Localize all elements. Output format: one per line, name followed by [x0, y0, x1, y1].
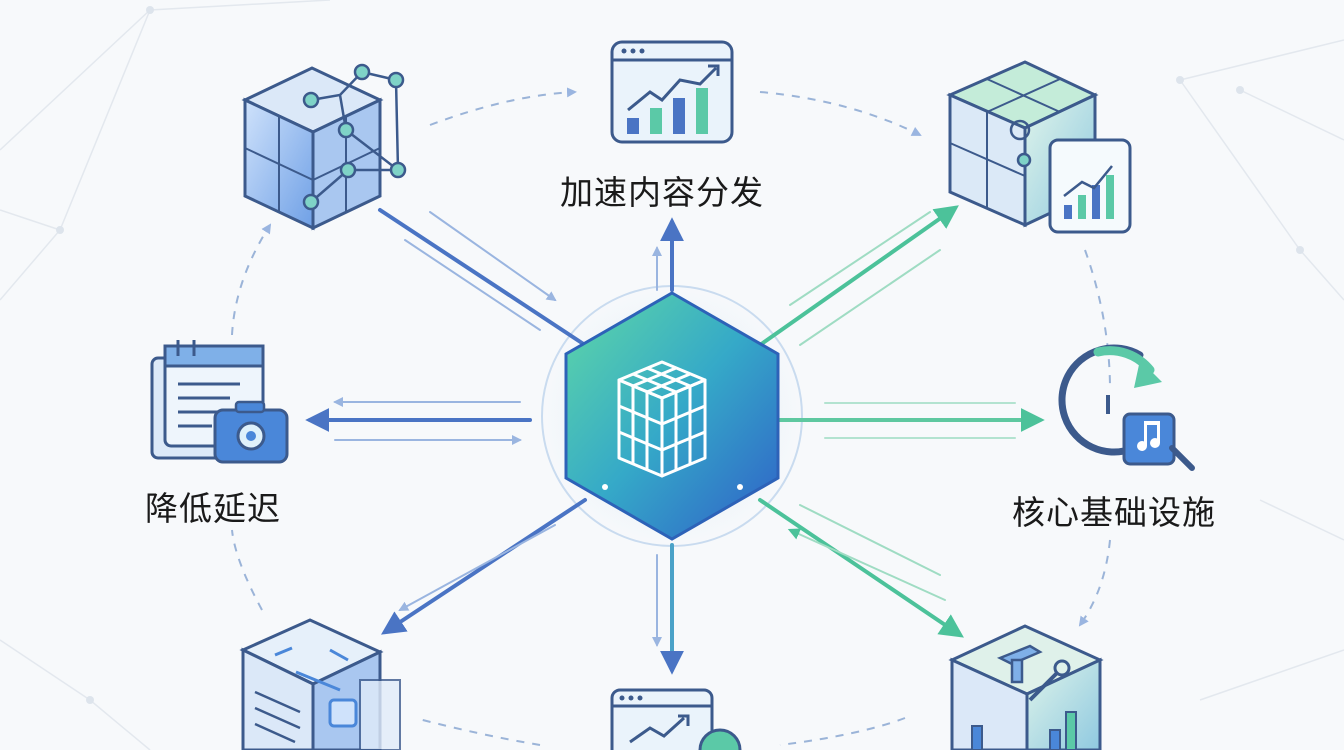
analytics-dashboard-icon [610, 40, 734, 144]
label-core-infrastructure: 核心基础设施 [1012, 493, 1216, 532]
connectors [305, 205, 1045, 675]
data-cube-report-icon [946, 60, 1132, 234]
clock-refresh-media-icon [1058, 344, 1195, 471]
outer-dashed-ring [231, 87, 1111, 746]
document-cube-icon [239, 618, 401, 750]
label-accelerate-content-delivery: 加速内容分发 [560, 173, 764, 212]
label-reduce-latency: 降低延迟 [145, 489, 281, 528]
tools-cube-icon [948, 624, 1104, 750]
network-cube-icon [241, 63, 407, 231]
document-camera-icon [150, 340, 289, 464]
central-hexagon-cube-icon [564, 291, 780, 541]
dashboard-gear-icon [610, 688, 742, 750]
